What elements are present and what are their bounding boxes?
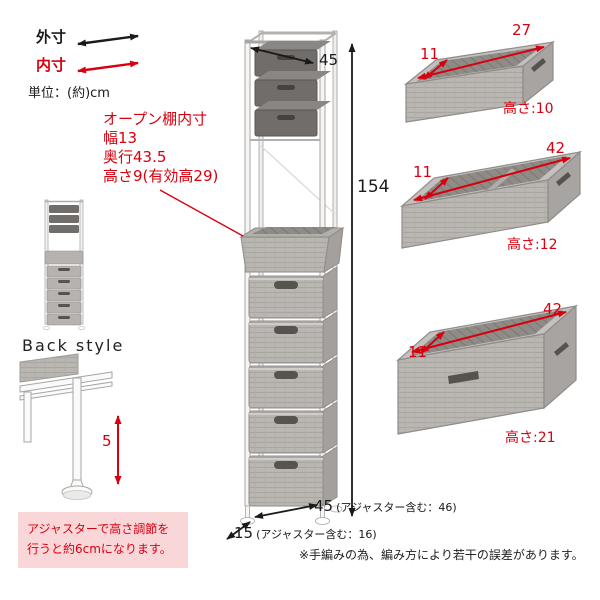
bottom-width-arrow (254, 503, 318, 519)
basket1-depth-label: 27 (512, 21, 532, 39)
open-shelf-specs: オープン棚内寸 幅13 奥行43.5 高さ9(有効高29) (103, 110, 218, 186)
bottom-depth-arrow (226, 521, 251, 540)
legend-inner-label: 内寸 (36, 56, 67, 74)
bottom-width-value: 45 (314, 497, 334, 515)
width-arrow (424, 177, 449, 200)
basket3-depth-label: 42 (543, 300, 563, 318)
unit-label: 単位：(約)cm (28, 86, 110, 101)
inner-dimension-arrow (77, 60, 139, 74)
open-shelf-width: 幅13 (103, 129, 138, 147)
adjuster-height-label: 5 (102, 432, 112, 450)
back-style-illustration (19, 353, 122, 500)
basket3-height-label: 高さ:21 (505, 430, 556, 446)
top-width-arrow (250, 46, 314, 65)
main-tower-illustration (159, 30, 356, 540)
basket2-height-label: 高さ:12 (507, 237, 558, 253)
basket1-width-label: 11 (420, 45, 440, 63)
bottom-depth-label: 15 (アジャスター含む：16) (234, 524, 377, 542)
open-shelf-pointer-line (159, 189, 244, 237)
open-shelf-title: オープン棚内寸 (103, 110, 208, 128)
open-shelf-height: 高さ9(有効高29) (103, 167, 219, 185)
bottom-width-label: 45 (アジャスター含む：46) (314, 497, 457, 515)
width-arrow (423, 59, 448, 80)
width-arrow (420, 331, 445, 354)
back-style-title: Back style (22, 336, 125, 355)
open-shelf-depth: 奥行43.5 (103, 148, 167, 166)
bottom-depth-value: 15 (234, 524, 254, 542)
legend-arrows (77, 33, 139, 74)
basket-handle-hole (448, 371, 479, 384)
basket-large-illustration (395, 304, 579, 435)
total-height-label: 154 (357, 177, 390, 197)
bottom-depth-note: (アジャスター含む：16) (256, 528, 377, 541)
basket-small-illustration (403, 40, 556, 123)
basket3-width-label: 11 (408, 343, 428, 361)
footnote: ※手編みの為、編み方により若干の誤差があります。 (299, 548, 584, 562)
outer-dimension-arrow (77, 33, 139, 47)
thumbnail-tower-illustration (43, 199, 85, 330)
legend-outer-label: 外寸 (36, 28, 67, 46)
top-width-label: 45 (319, 51, 339, 69)
basket-medium-illustration (399, 150, 583, 249)
open-shelf-basket (239, 227, 345, 273)
adjuster-note: アジャスターで高さ調節を行うと約6cmになります。 (18, 512, 188, 568)
basket1-height-label: 高さ:10 (503, 101, 554, 117)
stacked-baskets (248, 266, 338, 507)
basket2-width-label: 11 (413, 163, 433, 181)
basket2-depth-label: 42 (546, 139, 566, 157)
bottom-width-note: (アジャスター含む：46) (336, 501, 457, 514)
